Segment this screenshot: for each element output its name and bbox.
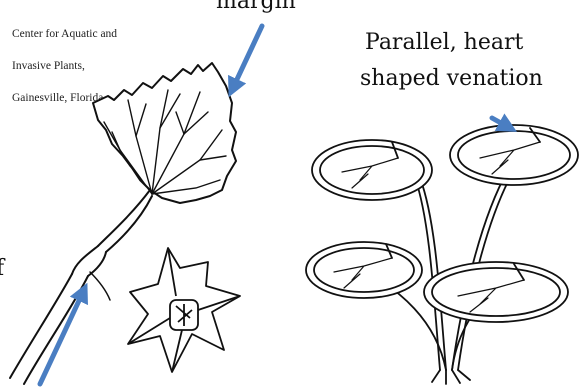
rosette-drawing: [128, 248, 240, 372]
pointer-arrows: [40, 26, 510, 384]
floating-leaves-drawing: [306, 125, 578, 384]
margin-arrow: [232, 26, 262, 90]
petiole-arrow: [40, 290, 84, 384]
